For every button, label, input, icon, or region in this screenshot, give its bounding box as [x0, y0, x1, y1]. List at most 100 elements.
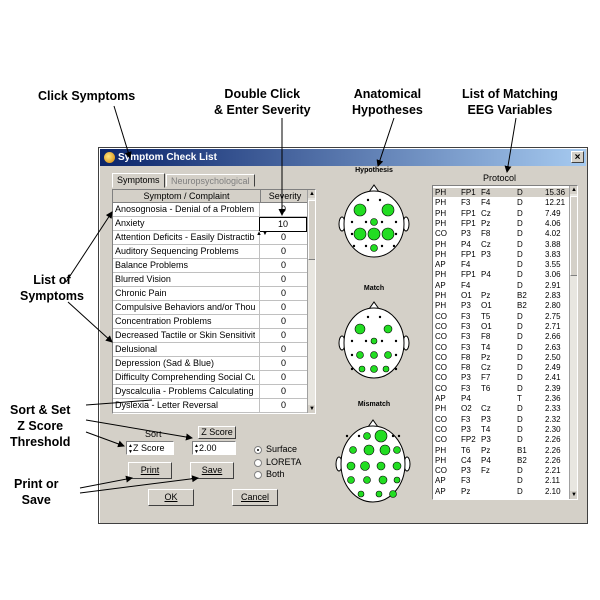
table-row[interactable]: Dyscalculia - Problems Calculating 0 — [113, 385, 309, 399]
scroll-thumb[interactable] — [308, 200, 315, 260]
table-row[interactable]: Chronic Pain 0 — [113, 287, 309, 301]
scroll-down-arrow-icon[interactable]: ▼ — [308, 405, 315, 413]
radio-surface[interactable]: Surface — [254, 444, 297, 454]
severity-cell[interactable]: 0 — [259, 329, 307, 342]
severity-cell[interactable]: 0 — [259, 273, 307, 286]
symptom-cell[interactable]: Blurred Vision — [115, 274, 171, 284]
severity-cell[interactable]: 0 — [259, 385, 307, 398]
symptom-cell[interactable]: Attention Deficits - Easily Distractible — [115, 232, 255, 242]
severity-cell[interactable]: 0 — [259, 399, 307, 412]
radio-selected-icon[interactable] — [254, 445, 262, 454]
table-row[interactable]: Attention Deficits - Easily Distractible… — [113, 231, 309, 245]
symptom-cell[interactable]: Auditory Sequencing Problems — [115, 246, 239, 256]
symptom-grid-scrollbar[interactable]: ▲ ▼ — [307, 190, 315, 413]
table-row[interactable]: Dyslexia - Letter Reversal 0 — [113, 399, 309, 413]
spin-arrows-icon[interactable]: ▲▼ — [128, 443, 133, 455]
table-row[interactable]: Auditory Sequencing Problems 0 — [113, 245, 309, 259]
symptom-cell[interactable]: Concentration Problems — [115, 316, 212, 326]
table-row[interactable]: Delusional 0 — [113, 343, 309, 357]
symptom-cell[interactable]: Anosognosia - Denial of a Problem — [115, 204, 255, 214]
column-header-severity[interactable]: Severity — [261, 190, 309, 203]
spin-arrows-icon[interactable]: ▲▼ — [194, 443, 199, 455]
radio-both[interactable]: Both — [254, 469, 285, 479]
table-row[interactable]: Balance Problems 0 — [113, 259, 309, 273]
symptom-cell[interactable]: Balance Problems — [115, 260, 189, 270]
severity-spin-icon[interactable]: ▲▼ — [256, 231, 268, 237]
table-row[interactable]: Anosognosia - Denial of a Problem 0 — [113, 203, 309, 217]
table-row[interactable]: Anxiety 10 — [113, 217, 309, 232]
symptom-cell[interactable]: Chronic Pain — [115, 288, 167, 298]
save-button[interactable]: Save — [190, 462, 234, 479]
symptom-grid[interactable]: Symptom / Complaint Severity Anosognosia… — [112, 189, 316, 414]
print-button[interactable]: Print — [128, 462, 172, 479]
severity-cell[interactable]: 10 — [259, 217, 307, 232]
close-button[interactable]: × — [571, 151, 584, 163]
symptom-cell[interactable]: Decreased Tactile or Skin Sensitivit — [115, 330, 255, 340]
symptom-cell[interactable]: Delusional — [115, 344, 158, 354]
zscore-input[interactable]: ▲▼ 2.00 — [192, 441, 236, 455]
severity-cell[interactable]: 0 — [259, 315, 307, 328]
scroll-up-arrow-icon[interactable]: ▲ — [570, 186, 577, 194]
column-header-symptom[interactable]: Symptom / Complaint — [113, 190, 261, 203]
table-row[interactable]: Depression (Sad & Blue) 0 — [113, 357, 309, 371]
tab-neuropsychological[interactable]: Neuropsychological — [166, 174, 255, 187]
table-row[interactable]: Decreased Tactile or Skin Sensitivit 0 — [113, 329, 309, 343]
severity-cell[interactable]: 0 — [259, 301, 307, 314]
severity-cell[interactable]: 0 — [259, 343, 307, 356]
symptom-cell[interactable]: Dyscalculia - Problems Calculating — [115, 386, 254, 396]
severity-cell[interactable]: 0 — [259, 231, 307, 244]
radio-empty-icon[interactable] — [254, 470, 262, 479]
severity-cell[interactable]: 0 — [259, 245, 307, 258]
table-row[interactable]: Difficulty Comprehending Social Cue 0 — [113, 371, 309, 385]
cancel-button[interactable]: Cancel — [232, 489, 278, 506]
severity-cell[interactable]: 0 — [259, 357, 307, 370]
severity-cell[interactable]: 0 — [259, 259, 307, 272]
table-row[interactable]: Blurred Vision 0 — [113, 273, 309, 287]
symptom-cell[interactable]: Depression (Sad & Blue) — [115, 358, 215, 368]
scroll-up-arrow-icon[interactable]: ▲ — [308, 190, 315, 198]
sort-select[interactable]: ▲▼ Z Score — [126, 441, 174, 455]
table-row[interactable]: Compulsive Behaviors and/or Thoug 0 — [113, 301, 309, 315]
scroll-down-arrow-icon[interactable]: ▼ — [570, 491, 577, 499]
tab-symptoms[interactable]: Symptoms — [112, 173, 165, 188]
severity-cell[interactable]: 0 — [259, 287, 307, 300]
severity-cell[interactable]: 0 — [259, 371, 307, 384]
scroll-thumb[interactable] — [570, 196, 577, 276]
protocol-scrollbar[interactable]: ▲ ▼ — [569, 186, 577, 499]
table-row[interactable]: Concentration Problems 0 — [113, 315, 309, 329]
symptom-cell[interactable]: Dyslexia - Letter Reversal — [115, 400, 219, 410]
symptom-cell[interactable]: Anxiety — [115, 218, 145, 228]
symptom-cell[interactable]: Difficulty Comprehending Social Cue — [115, 372, 255, 382]
severity-cell[interactable]: 0 — [259, 203, 307, 216]
radio-empty-icon[interactable] — [254, 458, 262, 467]
radio-loreta[interactable]: LORETA — [254, 457, 301, 467]
symptom-cell[interactable]: Compulsive Behaviors and/or Thoug — [115, 302, 255, 312]
